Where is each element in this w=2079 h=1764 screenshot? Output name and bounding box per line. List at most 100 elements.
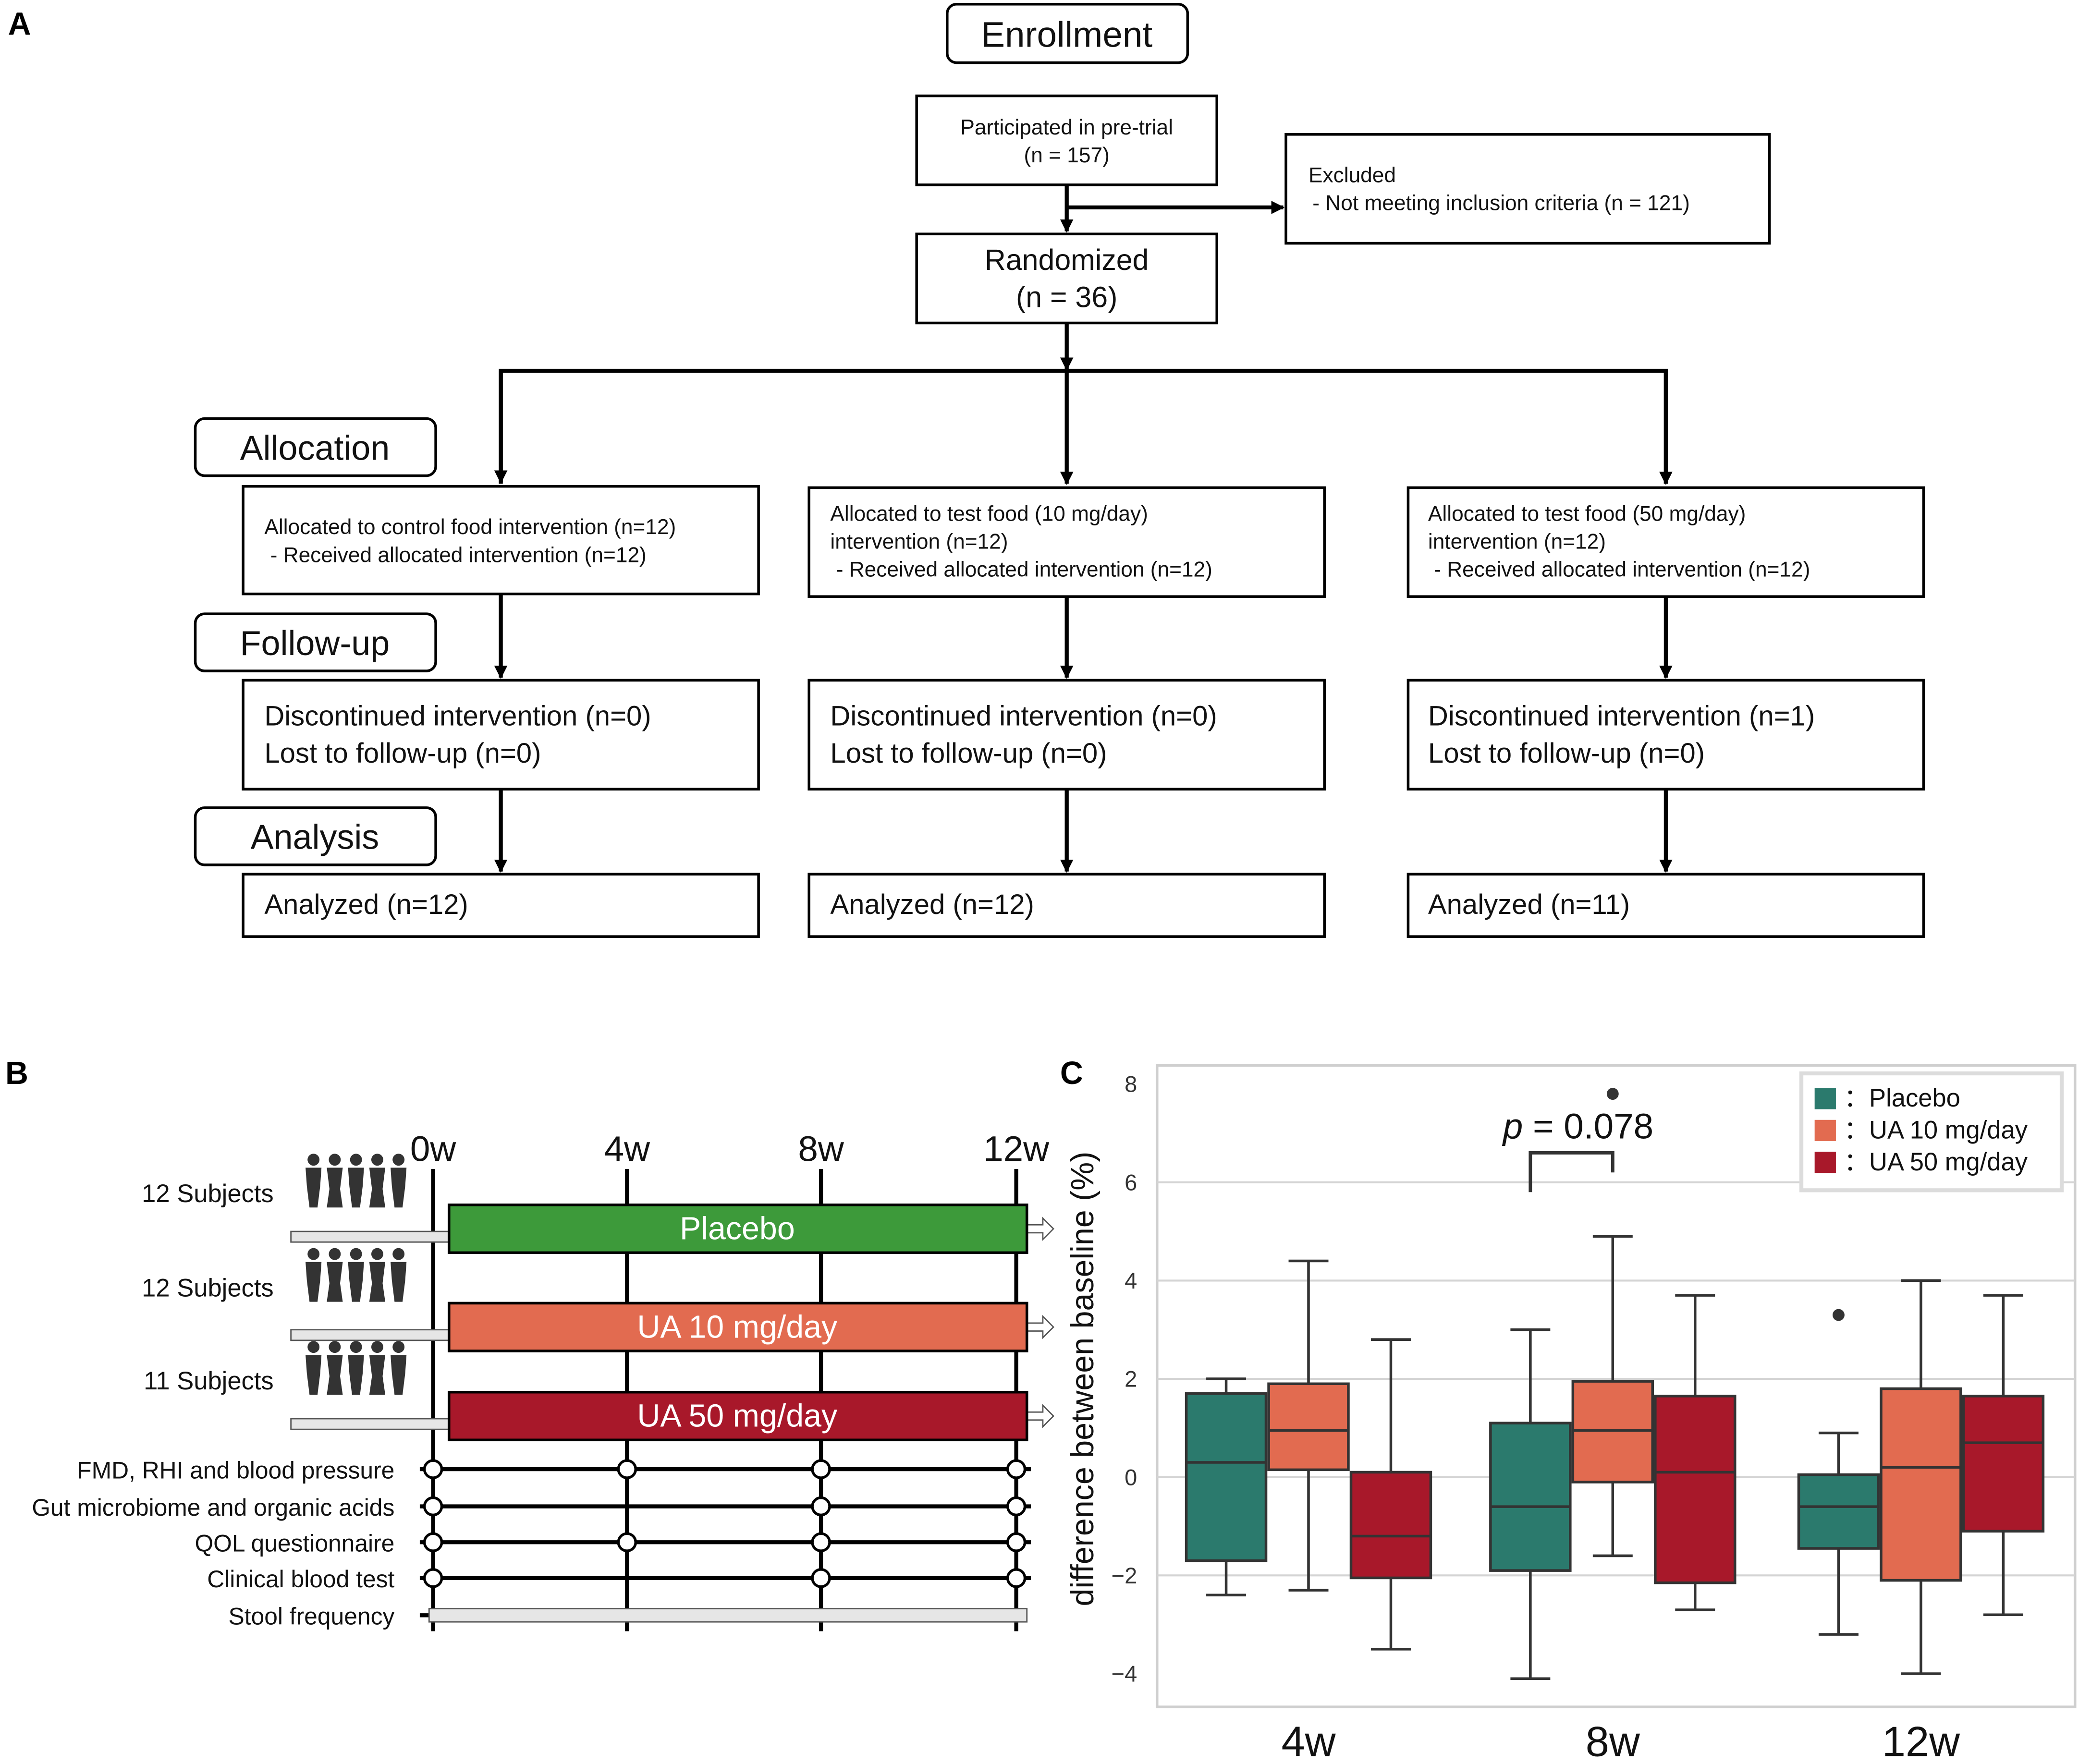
measurement-point-marker [811, 1568, 831, 1588]
group-bar-3 [447, 1390, 1028, 1442]
y-tick-label: 4 [1125, 1268, 1137, 1293]
arm1-analyzed-box [242, 873, 760, 938]
person-body-icon [306, 1355, 322, 1395]
box [1654, 1395, 1737, 1584]
x-tick-label-12w: 12w [1882, 1717, 1960, 1762]
box [1267, 1382, 1350, 1472]
p-letter: p [1502, 1106, 1523, 1146]
group-continue-arrow-2 [1026, 1314, 1054, 1339]
group-subjects-3: 11 Subjects [144, 1367, 274, 1395]
person-icon [348, 1154, 364, 1208]
arm2-followup-line2: Lost to follow-up (n=0) [830, 738, 1107, 769]
person-icon [369, 1154, 385, 1208]
measurement-label: QOL questionnaire [195, 1530, 394, 1557]
arm2-allocation-line3: - Received allocated intervention (n=12) [830, 558, 1212, 582]
arm3-followup-line1: Discontinued intervention (n=1) [1428, 700, 1815, 731]
person-icon [391, 1341, 407, 1395]
measurement-label: Gut microbiome and organic acids [32, 1494, 394, 1521]
arm3-analyzed-box [1406, 873, 1925, 938]
significance-bracket [1529, 1151, 1614, 1192]
person-icon [391, 1248, 407, 1302]
person-head-icon [307, 1248, 320, 1260]
measurement-point-marker [617, 1532, 637, 1552]
person-body-icon [348, 1355, 364, 1395]
x-tick-label-4w: 4w [1281, 1717, 1336, 1762]
arm1-allocation-box [242, 485, 760, 596]
randomized-line2: (n = 36) [1016, 280, 1117, 313]
legend-label: ：UA 10 mg/day [1844, 1116, 2028, 1144]
analysis-stage-label: Analysis [251, 818, 379, 857]
arm2-allocation-line1: Allocated to test food (10 mg/day) [830, 502, 1148, 526]
y-tick-label: 0 [1125, 1464, 1137, 1490]
week-label-12w: 12w [983, 1129, 1050, 1169]
arm3-allocation-line1: Allocated to test food (50 mg/day) [1428, 502, 1746, 526]
arm1-followup-line1: Discontinued intervention (n=0) [264, 700, 651, 731]
box [1797, 1473, 1880, 1550]
person-head-icon [392, 1154, 405, 1166]
arm2-analyzed: Analyzed (n=12) [830, 889, 1034, 920]
x-tick-label-8w: 8w [1586, 1717, 1640, 1762]
person-icon [327, 1341, 343, 1395]
box [1880, 1387, 1962, 1582]
person-body-icon [391, 1168, 407, 1208]
person-body-icon [369, 1355, 385, 1395]
allocation-stage-label: Allocation [240, 429, 390, 467]
arm2-analyzed-box [807, 873, 1326, 938]
arm1-followup-line2: Lost to follow-up (n=0) [264, 738, 541, 769]
legend-label: ：UA 50 mg/day [1844, 1148, 2028, 1176]
legend-box [1799, 1071, 2064, 1192]
allocation-stage-box [194, 417, 437, 477]
group-entry-bar-1 [290, 1230, 451, 1243]
arm3-followup-line2: Lost to follow-up (n=0) [1428, 738, 1705, 769]
analysis-stage-box [194, 806, 437, 866]
arm3-allocation-line2: intervention (n=12) [1428, 530, 1606, 554]
arm2-allocation-line2: intervention (n=12) [830, 530, 1008, 554]
group-bar-1 [447, 1204, 1028, 1254]
stool-frequency-bar [428, 1608, 1028, 1623]
panel-label-b: B [5, 1056, 28, 1091]
week-label-8w: 8w [798, 1129, 844, 1169]
person-icon [327, 1154, 343, 1208]
box [1962, 1395, 2045, 1533]
box [1185, 1392, 1268, 1562]
y-tick-label: −2 [1112, 1563, 1137, 1588]
legend-swatch [1814, 1152, 1836, 1173]
person-body-icon [327, 1168, 343, 1208]
excluded-box [1284, 133, 1771, 245]
excluded-line1: Excluded [1309, 163, 1396, 187]
person-body-icon [306, 1262, 322, 1302]
person-body-icon [348, 1168, 364, 1208]
person-icon [348, 1341, 364, 1395]
person-body-icon [348, 1262, 364, 1302]
week-label-0w: 0w [410, 1129, 457, 1169]
person-icon [327, 1248, 343, 1302]
followup-stage-box [194, 612, 437, 672]
pretrial-box [915, 94, 1218, 186]
measurement-point-marker [811, 1496, 831, 1517]
person-icon [391, 1154, 407, 1208]
panel-label-c: C [1060, 1056, 1083, 1091]
measurement-point-marker [811, 1532, 831, 1552]
person-head-icon [350, 1154, 362, 1166]
person-icon [348, 1248, 364, 1302]
y-axis-label: difference between baseline (%) [1065, 1152, 1101, 1606]
person-icon [369, 1341, 385, 1395]
arm1-followup-box [242, 679, 760, 791]
excluded-line2: - Not meeting inclusion criteria (n = 12… [1312, 191, 1690, 215]
panel-label-a: A [8, 6, 31, 42]
person-head-icon [371, 1248, 383, 1260]
group-bar-label-3: UA 50 mg/day [637, 1399, 838, 1434]
arm1-analyzed: Analyzed (n=12) [264, 889, 468, 920]
person-head-icon [350, 1341, 362, 1353]
enrollment-title: Enrollment [981, 14, 1152, 54]
person-body-icon [369, 1262, 385, 1302]
person-head-icon [350, 1248, 362, 1260]
person-head-icon [371, 1154, 383, 1166]
measurement-label: Stool frequency [229, 1603, 395, 1630]
group-bar-label-1: Placebo [680, 1211, 795, 1247]
randomized-box [915, 232, 1218, 325]
legend-swatch [1814, 1088, 1836, 1109]
